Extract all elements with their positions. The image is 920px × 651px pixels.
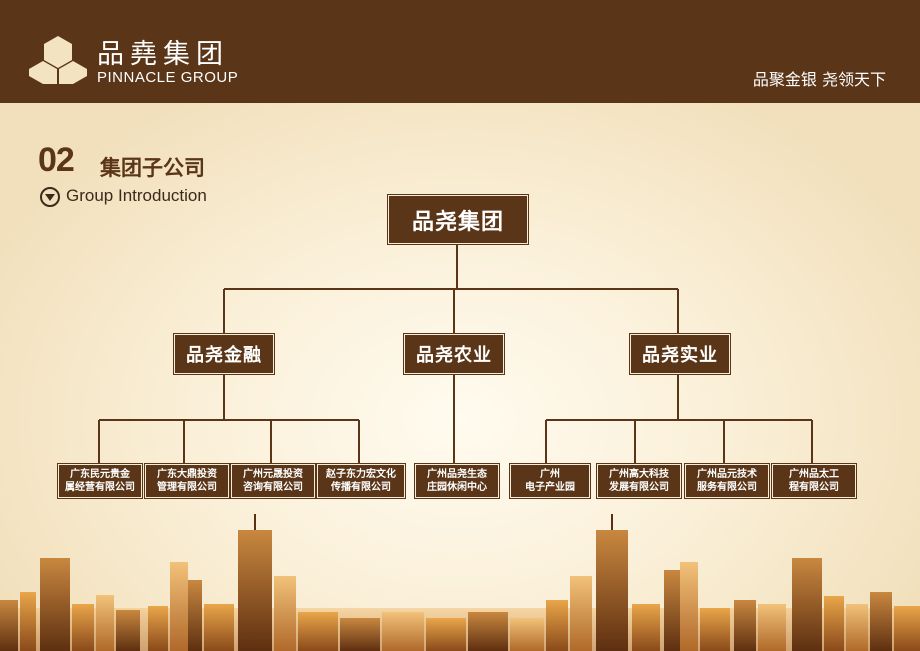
subsidiary-label: 广东民元贵金 属经营有限公司 [65, 469, 135, 493]
division-label: 品尧实业 [642, 345, 718, 366]
cube-logo-icon [29, 36, 87, 84]
section-number: 02 [38, 141, 75, 179]
subsidiary-label: 广州品元技术 服务有限公司 [697, 469, 757, 493]
subsidiary-label: 广州品太工 程有限公司 [789, 469, 839, 493]
division-label: 品尧金融 [186, 345, 262, 366]
subsidiary-box: 广东民元贵金 属经营有限公司 [59, 465, 141, 497]
division-box-agriculture: 品尧农业 [405, 335, 503, 373]
subsidiary-box: 广州高大科技 发展有限公司 [598, 465, 680, 497]
section-subtitle: Group Introduction [66, 186, 207, 205]
org-root-label: 品尧集团 [411, 209, 504, 235]
brand-name-en: PINNACLE GROUP [97, 69, 239, 86]
division-box-finance: 品尧金融 [175, 335, 273, 373]
org-root-box: 品尧集团 [389, 196, 527, 243]
down-arrow-circle-icon [40, 187, 60, 207]
subsidiary-label: 广州元晟投资 咨询有限公司 [243, 469, 303, 493]
subsidiary-box: 广州元晟投资 咨询有限公司 [232, 465, 314, 497]
subsidiary-box: 广东大鼎投资 管理有限公司 [146, 465, 228, 497]
subsidiary-label: 广州高大科技 发展有限公司 [609, 469, 669, 493]
division-label: 品尧农业 [416, 345, 492, 366]
subsidiary-box: 广州品元技术 服务有限公司 [686, 465, 768, 497]
section-title: 集团子公司 [100, 156, 205, 180]
city-skyline-image [0, 514, 920, 651]
subsidiary-label: 广东大鼎投资 管理有限公司 [157, 469, 217, 493]
subsidiary-box: 广州品尧生态 庄园休闲中心 [416, 465, 498, 497]
header-slogan: 品聚金银 尧领天下 [752, 70, 886, 89]
subsidiary-box: 广州 电子产业园 [511, 465, 589, 497]
subsidiary-label: 广州 电子产业园 [525, 469, 575, 493]
subsidiary-box: 广州品太工 程有限公司 [773, 465, 855, 497]
subsidiary-box: 赵子东力宏文化 传播有限公司 [318, 465, 404, 497]
brand-name-cn: 品堯集团 [97, 39, 229, 70]
subsidiary-label: 赵子东力宏文化 传播有限公司 [326, 469, 396, 493]
division-box-industry: 品尧实业 [631, 335, 729, 373]
subsidiary-label: 广州品尧生态 庄园休闲中心 [427, 469, 487, 493]
header-bar: 品堯集团 PINNACLE GROUP 品聚金银 尧领天下 [0, 0, 920, 103]
